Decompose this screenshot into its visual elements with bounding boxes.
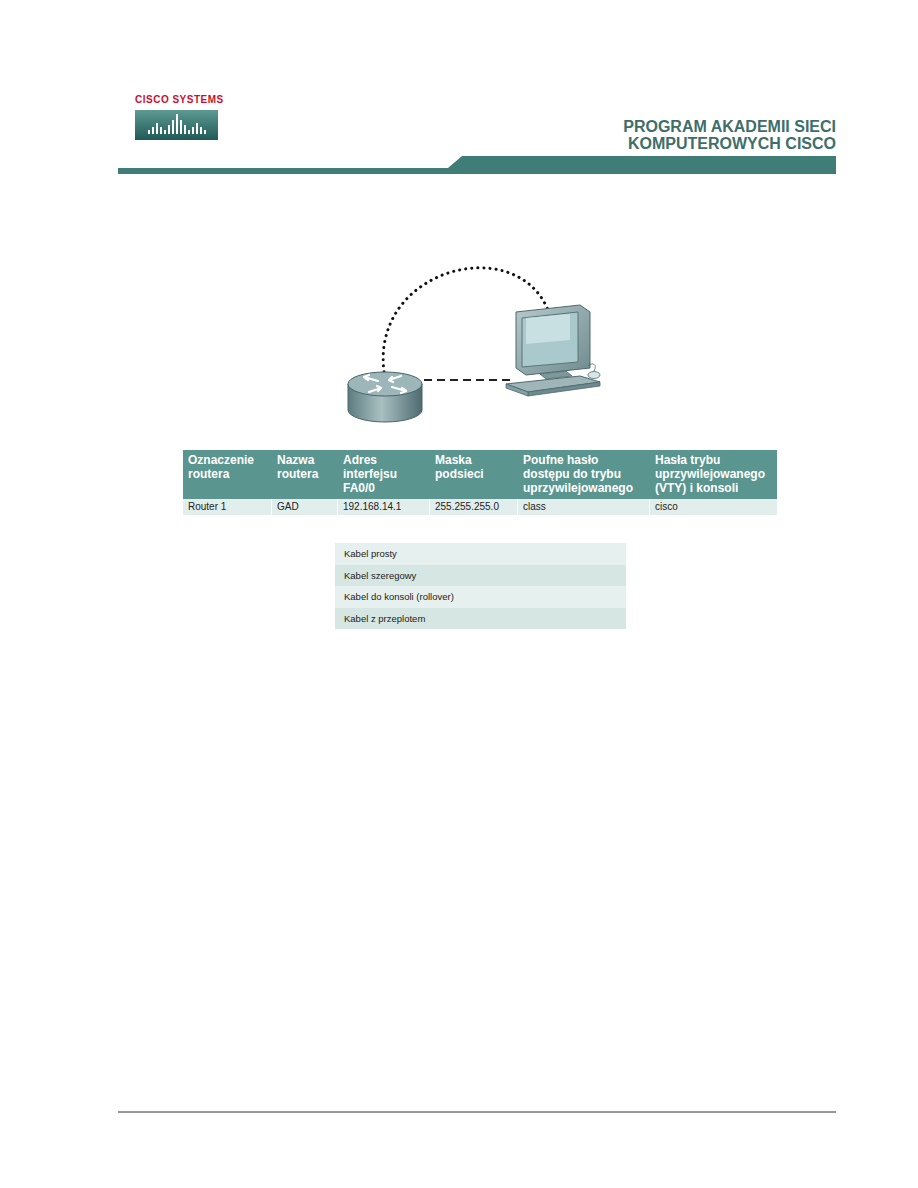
legend: Kabel prostyKabel szeregowyKabel do kons…: [335, 543, 626, 629]
logo-panel: [135, 110, 218, 140]
header-bar: [118, 156, 836, 174]
drawing-part: [348, 372, 422, 396]
drawing-part: [588, 372, 600, 379]
logo-bar: [188, 130, 190, 134]
legend-row: Kabel z przeplotem: [335, 608, 626, 630]
table-cell: 255.255.255.0: [430, 499, 518, 515]
logo-bar: [184, 125, 186, 134]
table-header-row: Oznaczenie routeraNazwa routeraAdres int…: [183, 450, 777, 499]
drawing-part: [588, 364, 595, 371]
logo-bar: [152, 127, 154, 134]
drawing-part: [506, 384, 528, 396]
legend-text: Kabel do konsoli (rollover): [344, 591, 454, 602]
logo-bar: [164, 130, 166, 134]
table-data-row: Router 1GAD192.168.14.1255.255.255.0clas…: [183, 499, 777, 515]
table-cell: cisco: [650, 499, 777, 515]
table-header-cell: Maska podsieci: [430, 450, 518, 485]
table-header-cell: Hasła trybu uprzywilejowanego (VTY) i ko…: [650, 450, 777, 499]
legend-row: Kabel prosty: [335, 543, 626, 565]
logo-bar: [168, 125, 170, 134]
logo-bar: [200, 127, 202, 134]
drawing-part: [377, 386, 381, 391]
footer-rule: [118, 1112, 836, 1113]
table-header-cell: Oznaczenie routera: [183, 450, 272, 485]
drawing-part: [528, 382, 600, 396]
drawing-part: [401, 388, 406, 393]
drawing-part: [526, 314, 570, 344]
crossover-cable: [424, 379, 512, 381]
legend-row: Kabel szeregowy: [335, 565, 626, 587]
table-header-cell: Adres interfejsu FA0/0: [338, 450, 430, 499]
program-title: PROGRAM AKADEMII SIECI KOMPUTEROWYCH CIS…: [586, 118, 836, 152]
pc-icon: [506, 305, 600, 396]
drawing-part: [389, 377, 393, 382]
drawing-part: [364, 375, 406, 393]
logo-bar: [148, 130, 150, 134]
logo-bar: [204, 130, 206, 134]
logo-bar: [192, 127, 194, 134]
drawing-part: [522, 312, 578, 367]
table-header-cell: Nazwa routera: [272, 450, 338, 485]
logo-text: CISCO SYSTEMS: [135, 94, 224, 105]
legend-text: Kabel prosty: [344, 548, 397, 559]
table-cell: class: [518, 499, 650, 515]
legend-text: Kabel szeregowy: [344, 570, 416, 581]
legend-row: Kabel do konsoli (rollover): [335, 586, 626, 608]
logo-bars: [148, 114, 206, 134]
table-cell: GAD: [272, 499, 338, 515]
router-icon: [348, 372, 422, 422]
logo-bar: [180, 120, 182, 134]
legend-text: Kabel z przeplotem: [344, 613, 425, 624]
logo-bar: [160, 127, 162, 134]
logo-bar: [156, 123, 158, 134]
logo-bar: [176, 114, 178, 134]
logo-bar: [172, 120, 174, 134]
logo-bar: [196, 123, 198, 134]
table-cell: 192.168.14.1: [338, 499, 430, 515]
drawing-part: [364, 375, 369, 380]
drawing-part: [516, 305, 590, 375]
table-header-cell: Poufne hasło dostępu do trybu uprzywilej…: [518, 450, 650, 499]
table-cell: Router 1: [183, 499, 272, 515]
